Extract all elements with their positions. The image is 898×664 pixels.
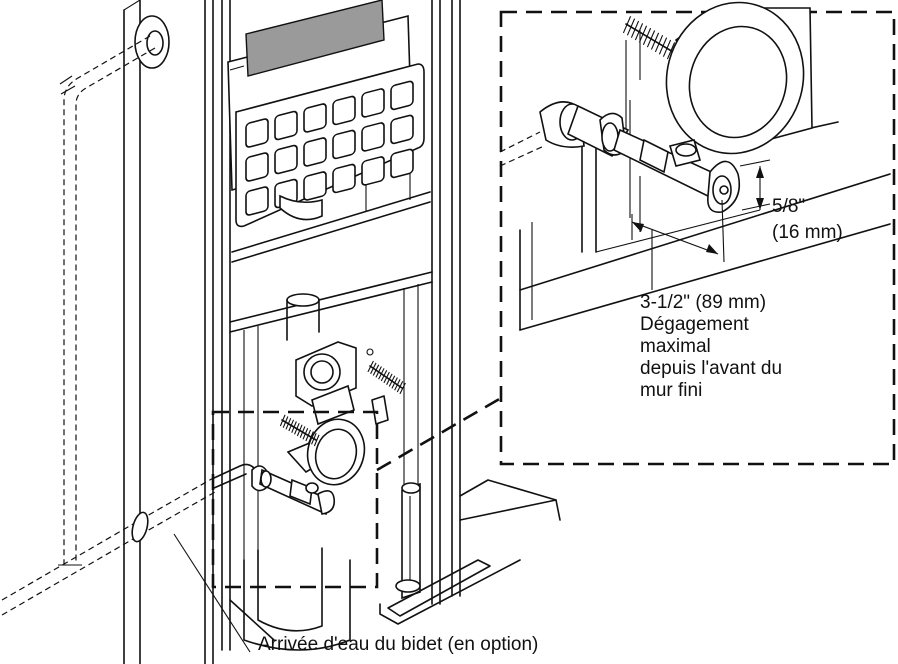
keypad-button: [390, 80, 414, 111]
bidet-connection-ring-detail: [665, 1, 813, 155]
rod-thread: [654, 35, 664, 53]
rod-thread: [296, 424, 303, 437]
rod-thread: [650, 32, 660, 50]
keypad-buttons: [245, 80, 414, 216]
keypad-button: [245, 152, 269, 182]
keypad-button: [390, 114, 414, 145]
bidet-supply-label: Arrivée d'eau du bidet (en option): [258, 634, 539, 655]
bidet-connection-ring-small: [286, 395, 389, 486]
rod-thread: [375, 366, 382, 378]
keypad-button: [361, 156, 385, 186]
rod-thread: [666, 42, 676, 60]
keypad-button: [245, 186, 269, 216]
keypad-button: [361, 88, 385, 118]
rod-thread: [383, 371, 390, 384]
keypad-button: [332, 95, 356, 126]
rod-thread: [622, 16, 632, 34]
rod-thread: [291, 421, 297, 433]
rod-thread: [662, 39, 672, 57]
rod-thread: [378, 368, 385, 380]
keypad-button: [332, 129, 356, 160]
dim-large-text-2: maximal: [640, 336, 711, 357]
keypad-button: [274, 110, 298, 141]
rod-thread: [658, 37, 668, 55]
dimension-large: [631, 199, 725, 290]
rod-thread: [630, 20, 640, 38]
rod-thread: [380, 369, 388, 382]
rod-thread: [282, 416, 289, 428]
rod-thread: [386, 373, 393, 385]
keypad-button: [303, 137, 327, 167]
keypad-button: [274, 144, 298, 175]
rod-thread: [305, 429, 312, 442]
rod-thread: [311, 432, 317, 445]
threaded-rod-center: [367, 360, 406, 395]
rod-thread: [279, 414, 286, 427]
rod-thread: [288, 419, 295, 432]
supply-valve-small: [213, 463, 336, 516]
keypad-button: [303, 171, 327, 201]
supply-valve-detail: [499, 101, 741, 213]
keypad-button: [245, 118, 269, 148]
rod-thread: [394, 379, 401, 391]
dim-large-value: 3-1/2" (89 mm): [640, 292, 767, 313]
rod-thread: [302, 427, 309, 440]
dim-large-text-4: mur fini: [640, 380, 703, 401]
detail-callout-box-small: [211, 410, 379, 589]
bidet-supply-leader: [173, 533, 251, 653]
keypad-button: [361, 122, 385, 152]
rod-thread: [299, 426, 306, 438]
dashed-supply-pipe: [1, 35, 216, 616]
rod-thread: [391, 377, 398, 389]
rod-thread: [308, 431, 314, 443]
left-wall-stud: [123, 0, 141, 664]
dimension-small: [739, 159, 771, 211]
rod-thread: [396, 380, 404, 393]
rod-thread: [642, 27, 652, 46]
drain-elbow-fitting: [295, 341, 374, 426]
rod-thread: [634, 23, 644, 41]
rod-thread: [294, 422, 300, 435]
rod-thread: [367, 360, 374, 373]
dim-small-mm: (16 mm): [772, 222, 843, 243]
dim-small-inches: 5/8": [772, 196, 806, 217]
rod-thread: [646, 30, 656, 48]
rod-thread: [313, 434, 320, 447]
dim-large-text-1: Dégagement: [640, 314, 749, 335]
keypad-button: [303, 103, 327, 133]
rod-thread: [372, 364, 380, 376]
rod-thread: [638, 25, 648, 43]
dim-large-text-3: depuis l'avant du: [640, 358, 783, 379]
rod-thread: [285, 417, 292, 430]
rod-thread: [388, 375, 396, 387]
support-leg-bracket: [379, 479, 561, 625]
callout-leader: [376, 396, 502, 472]
rod-thread: [626, 18, 636, 36]
lower-base: [229, 547, 351, 651]
keypad-button: [390, 148, 414, 179]
drain-pipe: [279, 194, 323, 341]
rod-thread: [399, 382, 406, 395]
threaded-rod-small: [279, 414, 320, 447]
detail-callout-box-large: [499, 10, 896, 466]
keypad-button: [332, 163, 356, 194]
rod-thread: [370, 362, 377, 374]
